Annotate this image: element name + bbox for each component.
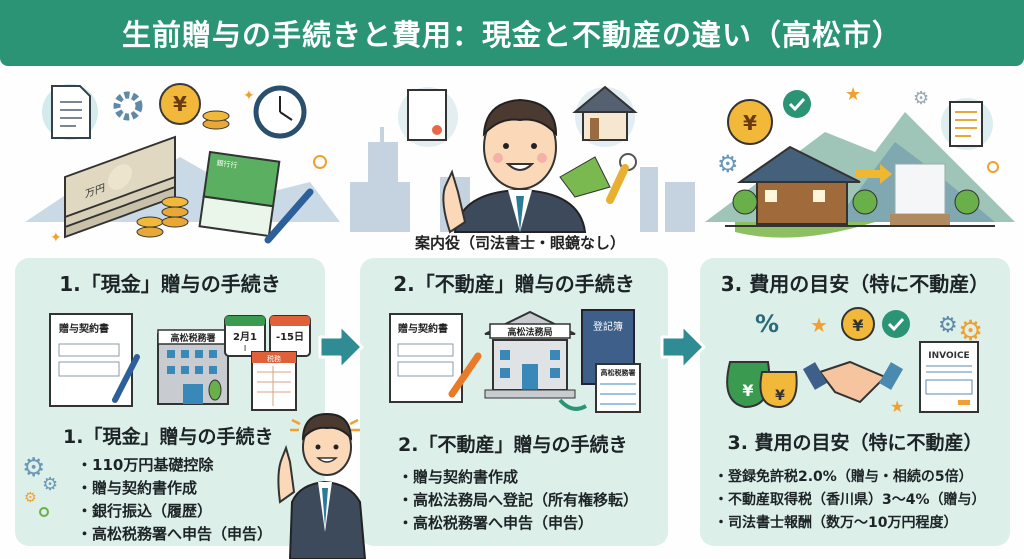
real-estate-gift-title: 2.「不動産」贈与の手続き (393, 272, 635, 296)
svg-text:¥: ¥ (775, 388, 785, 404)
contract-document-icon: 贈与契約書 (49, 313, 140, 407)
yen-symbol: ¥ (173, 92, 187, 116)
handshake-icon (802, 360, 904, 404)
bullet-item: 登録免許税2.0%（贈与・相続の5倍） (714, 466, 986, 489)
bullet-item: 高松法務局へ登記（所有権移転） (398, 489, 638, 512)
bullet-item: 贈与契約書作成 (77, 477, 272, 500)
calendar-end-date: -15日 (276, 331, 304, 343)
svg-text:✦: ✦ (50, 230, 62, 246)
tax-office-building-icon: 高松税務署 (157, 329, 229, 405)
cost-estimate-bullets: 登録免許税2.0%（贈与・相続の5倍） 不動産取得税（香川県）3〜4%（贈与） … (714, 466, 986, 535)
flow-arrow-icon (660, 323, 706, 371)
yen-coin-icon: ¥ (852, 316, 863, 335)
real-estate-gift-icons: 贈与契約書 高松法務局 登記簿 高松税務署 (360, 302, 668, 417)
gears-decoration-icon: ⚙ ⚙ ⚙ (22, 453, 58, 517)
bullet-item: 贈与契約書作成 (398, 466, 638, 489)
cost-estimate-title: 3. 費用の目安（特に不動産） (720, 272, 990, 296)
invoice-label: INVOICE (928, 351, 969, 361)
bullet-item: 銀行振込（履歴） (77, 500, 272, 523)
tax-form-label: 税務 (267, 354, 281, 363)
guide-caption: 案内役（司法書士・眼鏡なし） (414, 234, 625, 252)
flow-arrow-icon (318, 323, 364, 371)
bureau-label: 高松法務局 (507, 326, 552, 338)
percent-icon: % (755, 310, 779, 338)
svg-text:⚙: ⚙ (913, 88, 929, 109)
check-icon (887, 317, 905, 332)
cash-gift-icons: 贈与契約書 高松税務署 2月1 I (15, 302, 325, 417)
cost-estimate-icons: % ¥ ¥ ★ ¥ ★ ⚙ ⚙ (700, 302, 1010, 417)
svg-text:★: ★ (890, 397, 904, 416)
property-scene-icon: ¥ ★ ⚙ ⚙ (705, 84, 1015, 238)
calendar-start-date: 2月1 (233, 331, 257, 343)
bullet-item: 高松税務署へ申告（申告） (398, 512, 638, 535)
bullet-item: 司法書士報酬（数万〜10万円程度） (714, 512, 986, 535)
tax-office-label: 高松税務署 (601, 368, 636, 377)
contract-label: 贈与契約書 (398, 322, 448, 335)
registry-label: 登記簿 (593, 320, 623, 333)
yen-coin-icon: ¥ (743, 111, 757, 135)
real-estate-gift-bullets: 贈与契約書作成 高松法務局へ登記（所有権移転） 高松税務署へ申告（申告） (398, 466, 638, 535)
guide-character-small-icon (277, 412, 367, 559)
header-banner: 生前贈与の手続きと費用：現金と不動産の違い（高松市） (0, 0, 1024, 66)
svg-text:⚙: ⚙ (42, 474, 58, 495)
invoice-icon: ⚙ ⚙ INVOICE (919, 313, 983, 413)
svg-text:⚙: ⚙ (24, 490, 37, 506)
page-title: 生前贈与の手続きと費用：現金と不動産の違い（高松市） (121, 18, 902, 52)
cash-gift-subtitle: 1.「現金」贈与の手続き (63, 426, 274, 448)
svg-text:¥: ¥ (742, 381, 753, 400)
bullet-item: 110万円基礎控除 (77, 454, 272, 477)
bullet-item: 高松税務署へ申告（申告） (77, 523, 272, 546)
contract-document-icon: 贈与契約書 (389, 313, 482, 403)
calendar-icon: 2月1 I -15日 税務 (224, 315, 311, 411)
svg-text:⚙: ⚙ (717, 150, 739, 178)
guide-illustration (340, 72, 700, 252)
svg-text:★: ★ (810, 313, 828, 337)
svg-text:⚙: ⚙ (938, 313, 958, 338)
guide-character-icon (350, 85, 695, 234)
real-estate-gift-panel: 2.「不動産」贈与の手続き 贈与契約書 高松法務局 (360, 258, 668, 546)
cost-estimate-subtitle: 3. 費用の目安（特に不動産） (727, 432, 983, 454)
calendar-start-sub: I (244, 344, 246, 353)
cash-illustration: ¥ ✦ 万円 銀行行 ✦ (10, 72, 340, 252)
legal-bureau-building-icon: 高松法務局 (484, 310, 576, 399)
property-illustration: ¥ ★ ⚙ ⚙ (695, 72, 1024, 252)
passbook-label: 銀行行 (216, 158, 238, 170)
real-estate-gift-subtitle: 2.「不動産」贈与の手続き (398, 434, 628, 456)
cash-scene-icon: ¥ ✦ 万円 銀行行 ✦ (25, 83, 340, 246)
office-label: 高松税務署 (170, 332, 215, 344)
registry-book-icon: 登記簿 高松税務署 (558, 309, 641, 413)
money-bag-icon: % ¥ ¥ (726, 310, 798, 409)
cash-gift-title: 1.「現金」贈与の手続き (59, 272, 281, 296)
cost-estimate-panel: 3. 費用の目安（特に不動産） % ¥ ¥ ★ ¥ (700, 258, 1010, 546)
svg-text:✦: ✦ (243, 88, 255, 104)
svg-text:⚙: ⚙ (22, 453, 45, 483)
bullet-item: 不動産取得税（香川県）3〜4%（贈与） (714, 489, 986, 512)
cash-gift-panel: 1.「現金」贈与の手続き 贈与契約書 高松税務署 (15, 258, 325, 546)
contract-label: 贈与契約書 (59, 322, 109, 335)
svg-text:★: ★ (845, 84, 861, 105)
cash-gift-bullets: 110万円基礎控除 贈与契約書作成 銀行振込（履歴） 高松税務署へ申告（申告） (77, 454, 272, 546)
